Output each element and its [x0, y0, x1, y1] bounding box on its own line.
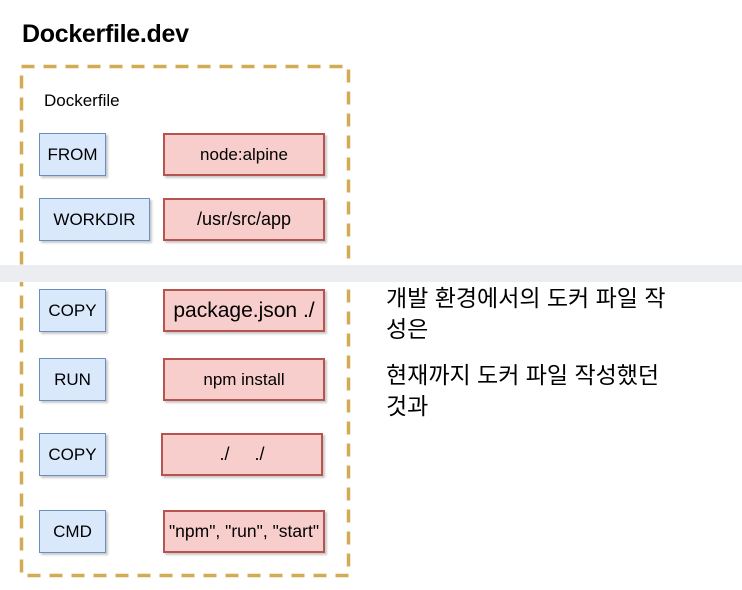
instruction-box-copy-package: COPY — [39, 289, 106, 332]
annotation-line: 현재까지 도커 파일 작성했던 — [386, 362, 660, 388]
argument-label: node:alpine — [200, 144, 288, 164]
argument-label: ./ ./ — [219, 444, 265, 464]
page-title: Dockerfile.dev — [22, 20, 189, 48]
instruction-label: WORKDIR — [53, 209, 136, 229]
instruction-box-workdir: WORKDIR — [39, 198, 150, 241]
argument-box-copy-paths: ./ ./ — [161, 433, 323, 476]
instruction-label: CMD — [53, 521, 92, 541]
instruction-label: FROM — [47, 144, 98, 164]
instruction-box-cmd: CMD — [39, 510, 106, 553]
instruction-label: COPY — [48, 444, 97, 464]
argument-label: "npm", "run", "start" — [168, 521, 320, 541]
argument-box-package-json: package.json ./ — [163, 289, 325, 332]
instruction-label: COPY — [48, 300, 97, 320]
argument-box-node-alpine: node:alpine — [163, 133, 325, 176]
dockerfile-container-label: Dockerfile — [44, 91, 120, 110]
argument-label: /usr/src/app — [196, 209, 292, 229]
argument-label: package.json ./ — [173, 298, 315, 322]
instruction-box-run: RUN — [39, 358, 106, 401]
page-break-band — [0, 265, 742, 282]
annotation-line: 개발 환경에서의 도커 파일 작 — [386, 285, 666, 311]
instruction-box-from: FROM — [39, 133, 106, 176]
argument-box-npm-run-start: "npm", "run", "start" — [163, 510, 325, 553]
dockerfile-dashed-container-border — [19, 64, 351, 578]
instruction-label: RUN — [54, 369, 91, 389]
argument-box-usr-src-app: /usr/src/app — [163, 198, 325, 241]
argument-box-npm-install: npm install — [163, 358, 325, 401]
argument-label: npm install — [203, 369, 285, 389]
instruction-box-copy-all: COPY — [39, 433, 106, 476]
annotation-line: 것과 — [386, 393, 429, 419]
annotation-line: 성은 — [386, 316, 429, 342]
